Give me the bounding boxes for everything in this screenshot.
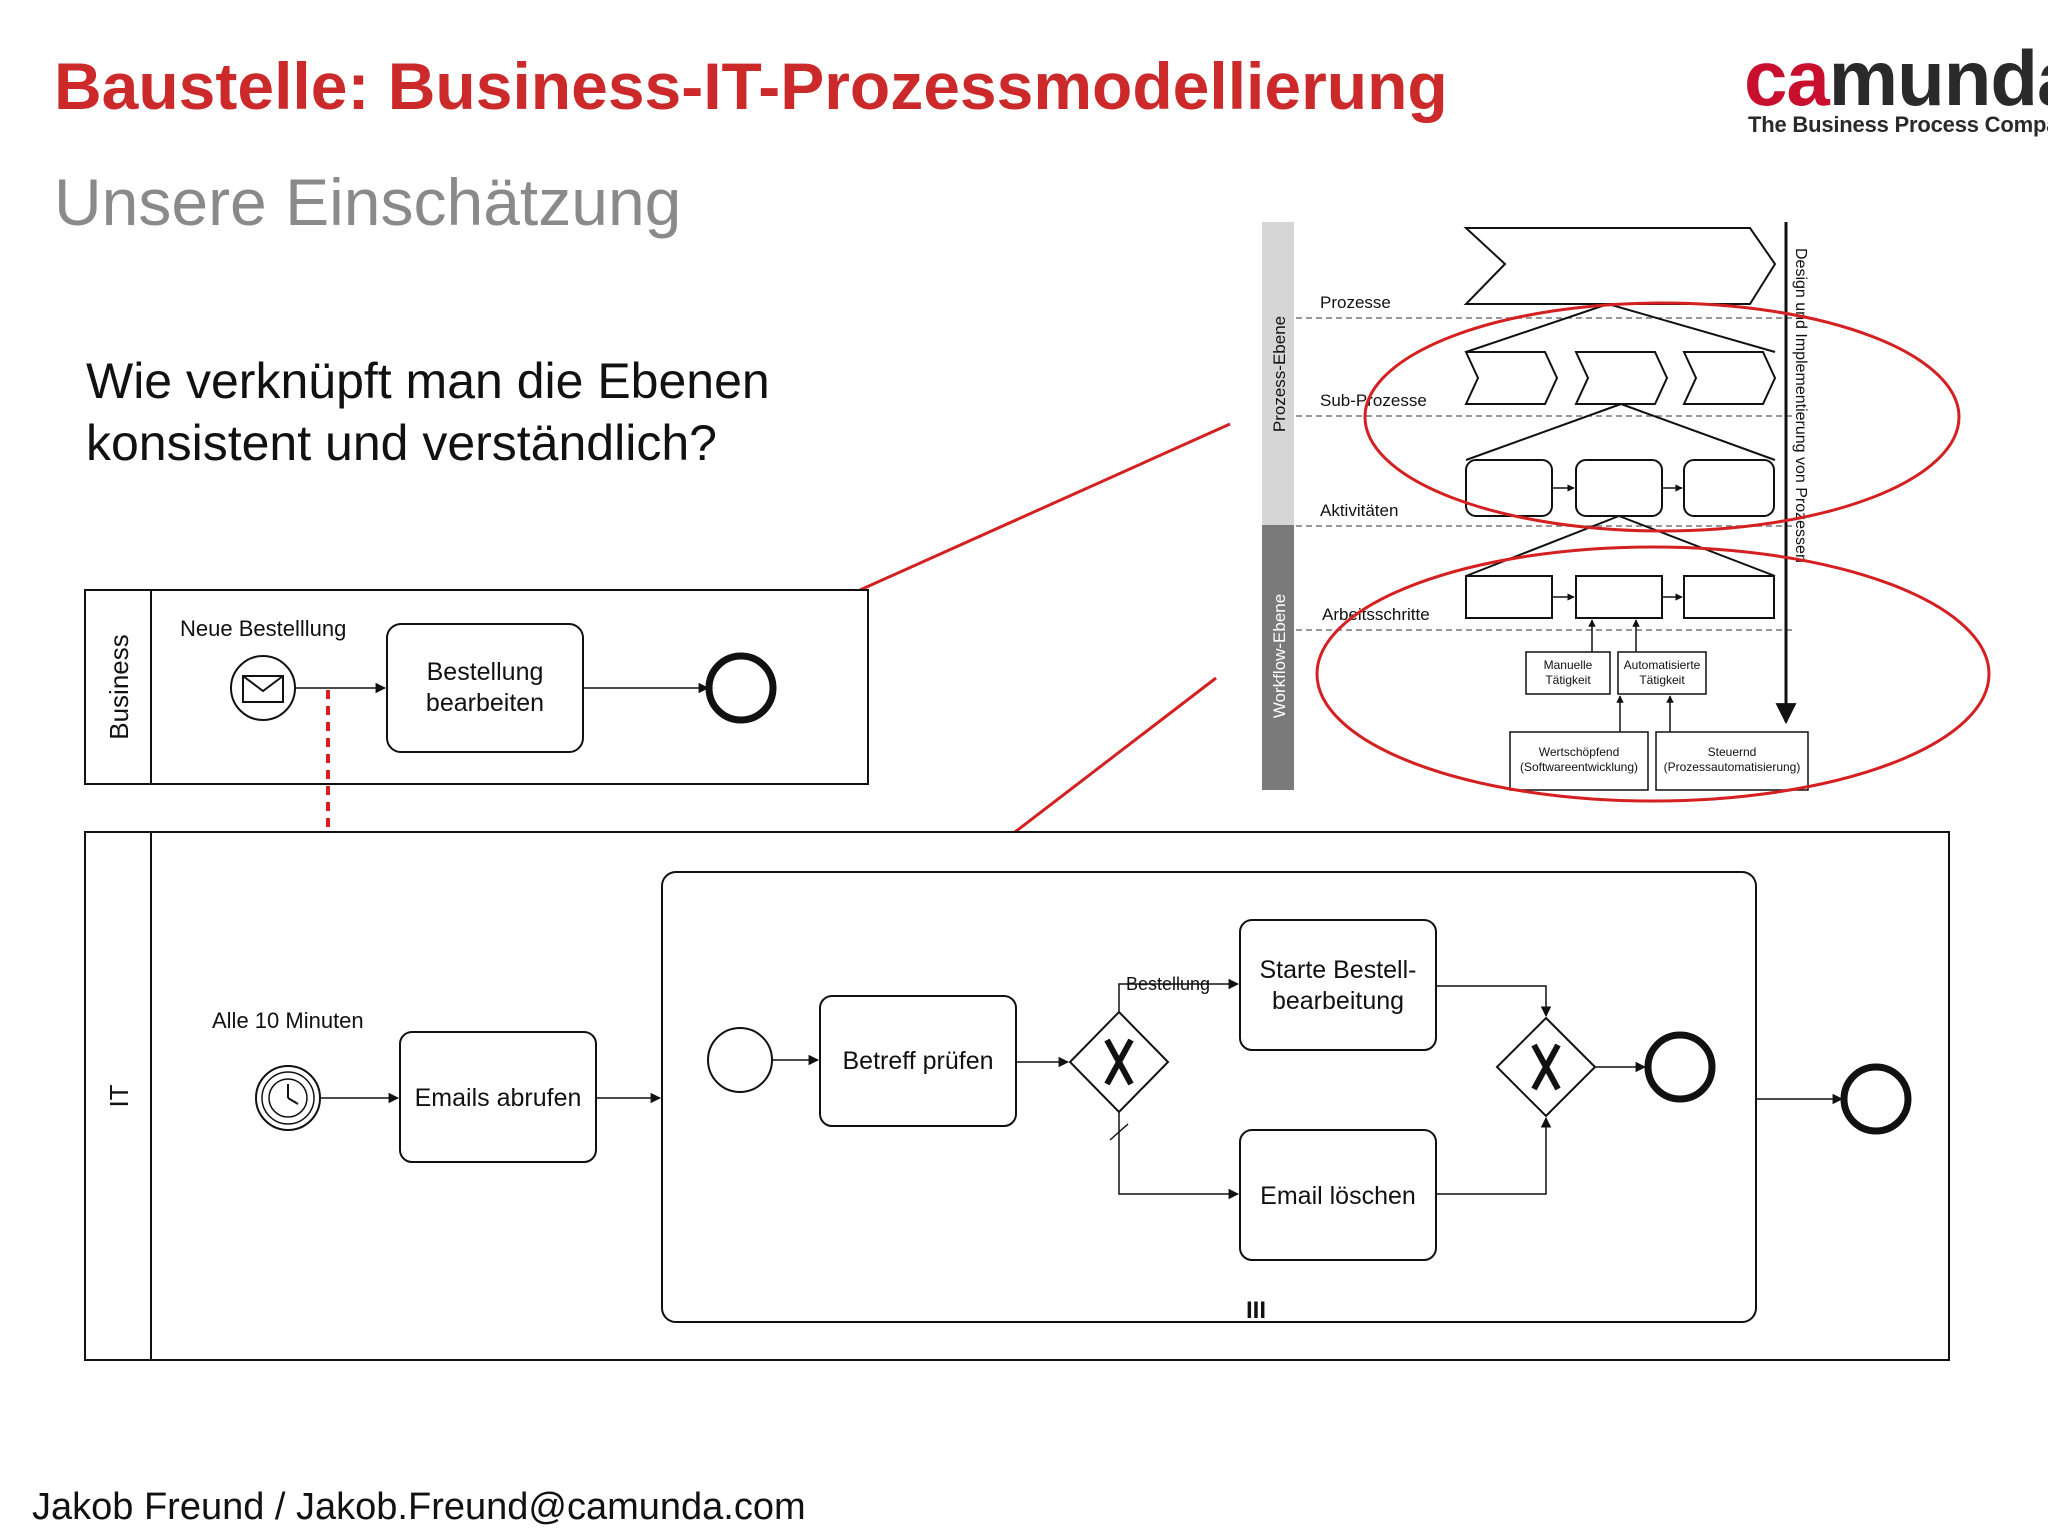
level-label-worksteps: Arbeitsschritte: [1322, 605, 1430, 624]
workstep-box-1: [1465, 575, 1553, 619]
logo-word-red: ca: [1744, 34, 1830, 122]
clock-icon: [268, 1078, 308, 1118]
process-order-line1: Bestellung: [427, 658, 544, 686]
manual-task-line1: Manuelle: [1544, 658, 1593, 672]
fan-line: [1607, 303, 1776, 353]
value-adding-line1: Wertschöpfend: [1539, 745, 1620, 759]
process-level-band: [1262, 222, 1294, 525]
multi-instance-marker: III: [1246, 1297, 1266, 1324]
connector-business: [859, 422, 1231, 592]
controlling-line1: Steuernd: [1708, 745, 1757, 759]
footer-author: Jakob Freund / Jakob.Freund@camunda.com: [32, 1486, 806, 1528]
new-order-label: Neue Bestelllung: [180, 616, 346, 641]
automated-task-line2: Tätigkeit: [1639, 673, 1685, 687]
question-line-2: konsistent und verständlich?: [86, 415, 717, 471]
xor-split-gateway[interactable]: [1068, 1010, 1170, 1114]
activity-box-3: [1683, 459, 1775, 517]
flow-split-to-start-order: [1118, 978, 1240, 1012]
business-lane-label: Business: [104, 634, 134, 740]
highlight-ellipse-workflow: [1315, 545, 1991, 803]
delete-email-label: Email löschen: [1260, 1182, 1416, 1210]
start-order-line2: bearbeitung: [1272, 987, 1404, 1015]
it-end-event[interactable]: [1840, 1063, 1912, 1135]
fan-sub-to-activities: [1465, 403, 1776, 461]
workflow-level-band: [1262, 525, 1294, 790]
slide-title: Baustelle: Business-IT-Prozessmodellieru…: [54, 49, 1448, 123]
connector-it: [1014, 676, 1217, 834]
process-order-task[interactable]: Bestellung bearbeiten: [386, 623, 584, 753]
timer-label: Alle 10 Minuten: [212, 1008, 364, 1033]
value-adding-box: [1509, 731, 1649, 791]
level-separators: [1296, 317, 1794, 631]
timer-start-event[interactable]: [255, 1065, 321, 1131]
subprocess-start-event[interactable]: [707, 1027, 773, 1093]
email-subprocess[interactable]: III Betreff prüfen Bestellung Starte Bes…: [661, 871, 1757, 1324]
start-order-line1: Starte Bestell-: [1259, 956, 1416, 984]
logo-tagline: The Business Process Company: [1748, 112, 2048, 137]
subprocess-end-event[interactable]: [1644, 1031, 1716, 1103]
business-pool: Business Neue Bestelllung Bestellung bea…: [84, 589, 869, 785]
automated-task-line1: Automatisierte: [1624, 658, 1701, 672]
it-pool: IT Alle 10 Minuten Emails abrufen III: [84, 831, 1950, 1361]
level-label-processes: Prozesse: [1320, 293, 1391, 312]
workstep-box-3: [1683, 575, 1775, 619]
workflow-band-label: Workflow-Ebene: [1270, 594, 1289, 718]
x-marker-icon: [1104, 1038, 1134, 1086]
manual-task-box: [1525, 651, 1611, 695]
xor-join-gateway[interactable]: [1495, 1016, 1597, 1118]
fetch-emails-label: Emails abrufen: [415, 1084, 582, 1112]
subprocess-chevron-1: [1464, 351, 1559, 405]
level-label-activities: Aktivitäten: [1320, 501, 1398, 520]
process-chevron: [1463, 227, 1777, 305]
automated-task-box: [1617, 651, 1707, 695]
delete-email-task[interactable]: Email löschen: [1239, 1129, 1437, 1261]
fan-line: [1618, 515, 1776, 577]
design-axis-label: Design und Implementierung von Prozessen: [1792, 248, 1809, 563]
process-order-line2: bearbeiten: [426, 689, 544, 717]
level-label-subprocesses: Sub-Prozesse: [1320, 391, 1427, 410]
logo-word-dark: munda: [1828, 34, 2048, 122]
fan-activities-to-steps: [1465, 515, 1776, 577]
message-start-event[interactable]: [230, 655, 296, 721]
business-end-event[interactable]: [705, 652, 777, 724]
fan-line: [1465, 303, 1609, 353]
controlling-line2: (Prozessautomatisierung): [1664, 760, 1801, 774]
fetch-emails-task[interactable]: Emails abrufen: [399, 1031, 597, 1163]
manual-task-line2: Tätigkeit: [1545, 673, 1591, 687]
fan-line: [1620, 403, 1776, 461]
logo-wordmark: camunda: [1744, 36, 2048, 120]
fan-line: [1465, 515, 1620, 577]
slide-subtitle: Unsere Einschätzung: [54, 165, 682, 239]
start-order-task[interactable]: Starte Bestell- bearbeitung: [1239, 919, 1437, 1051]
flow-start-order-to-join: [1436, 985, 1552, 1018]
value-adding-line2: (Softwareentwicklung): [1520, 760, 1638, 774]
question-text: Wie verknüpft man die Ebenen konsistent …: [86, 350, 906, 474]
fan-process-to-sub: [1465, 303, 1776, 353]
highlight-ellipse-process: [1363, 301, 1961, 533]
subprocess-chevron-2: [1574, 351, 1669, 405]
process-band-label: Prozess-Ebene: [1270, 316, 1289, 432]
default-flow-marker: [1109, 1123, 1129, 1141]
activity-box-2: [1575, 459, 1663, 517]
controlling-box: [1655, 731, 1809, 791]
flow-delete-to-join: [1436, 1116, 1552, 1195]
subprocess-chevron-3: [1682, 351, 1777, 405]
fan-line: [1465, 403, 1622, 461]
workstep-box-2: [1575, 575, 1663, 619]
check-subject-task[interactable]: Betreff prüfen: [819, 995, 1017, 1127]
flow-split-to-delete: [1118, 1112, 1240, 1200]
check-subject-label: Betreff prüfen: [842, 1047, 993, 1075]
camunda-logo: camunda The Business Process Company: [1740, 36, 2048, 146]
levels-diagram: Prozess-Ebene Workflow-Ebene Prozesse Su…: [859, 222, 1991, 834]
x-marker-icon: [1531, 1043, 1561, 1091]
it-lane-label: IT: [104, 1084, 134, 1107]
flow-condition-label: Bestellung: [1126, 974, 1210, 994]
question-line-1: Wie verknüpft man die Ebenen: [86, 353, 770, 409]
